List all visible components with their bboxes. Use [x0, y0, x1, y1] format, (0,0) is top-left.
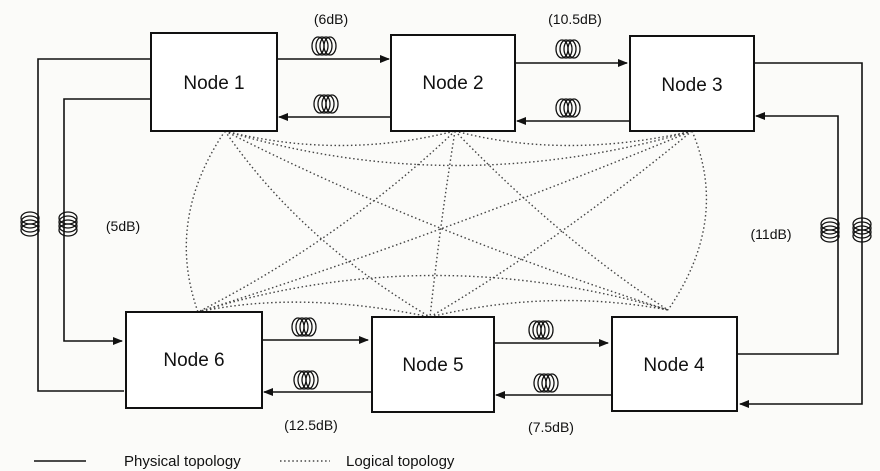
node-3: Node 3 — [629, 35, 755, 132]
node-2: Node 2 — [390, 34, 516, 132]
logical-link-5-4 — [429, 299, 669, 318]
legend-physical-label: Physical topology — [124, 453, 241, 470]
logical-link-1-3 — [224, 130, 693, 167]
node-6-label: Node 6 — [163, 350, 224, 371]
fiber-spool-icon — [820, 217, 840, 243]
attenuation-label-1-2: (6dB) — [314, 11, 348, 27]
logical-link-2-5 — [429, 130, 456, 318]
attenuation-label-2-3: (10.5dB) — [548, 11, 602, 27]
node-4-label: Node 4 — [643, 355, 705, 376]
fiber-spool-icon — [313, 94, 339, 114]
fiber-spool-icon — [311, 36, 337, 56]
attenuation-label-6-1: (5dB) — [106, 218, 140, 234]
fiber-spool-icon — [293, 370, 319, 390]
attenuation-label-3-4: (11dB) — [751, 226, 792, 242]
logical-link-6-5 — [197, 301, 431, 318]
logical-link-2-6 — [197, 130, 456, 313]
node-2-label: Node 2 — [422, 73, 483, 94]
legend: Physical topology Logical topology — [34, 453, 455, 470]
node-3-label: Node 3 — [661, 75, 722, 96]
node-5: Node 5 — [371, 316, 495, 413]
logical-link-1-6 — [185, 130, 226, 313]
legend-logical-label: Logical topology — [346, 453, 455, 470]
fiber-spool-icon — [291, 317, 317, 337]
node-5-label: Node 5 — [402, 355, 463, 376]
logical-link-2-4 — [454, 130, 669, 311]
logical-link-3-5 — [429, 130, 693, 318]
logical-link-6-4 — [197, 274, 669, 313]
fiber-spool-icon — [58, 211, 78, 237]
fiber-spool-icon — [528, 320, 554, 340]
logical-link-2-3 — [454, 130, 693, 147]
attenuation-label-5-6: (12.5dB) — [284, 417, 338, 433]
node-6: Node 6 — [125, 311, 263, 409]
fiber-spool-icon — [555, 98, 581, 118]
fiber-spool-icon — [20, 211, 40, 237]
logical-link-1-4 — [224, 130, 669, 311]
logical-mesh — [185, 130, 708, 318]
attenuation-label-4-5: (7.5dB) — [528, 419, 574, 435]
fiber-spool-icon — [533, 373, 559, 393]
node-1-label: Node 1 — [183, 73, 244, 94]
logical-link-1-5 — [224, 130, 431, 318]
fiber-spool-icon — [555, 39, 581, 59]
logical-link-1-2 — [224, 130, 456, 147]
logical-link-3-4 — [667, 130, 708, 311]
node-4: Node 4 — [611, 316, 738, 412]
fiber-spool-icon — [852, 217, 872, 243]
logical-link-3-6 — [197, 130, 693, 313]
node-1: Node 1 — [150, 32, 278, 132]
